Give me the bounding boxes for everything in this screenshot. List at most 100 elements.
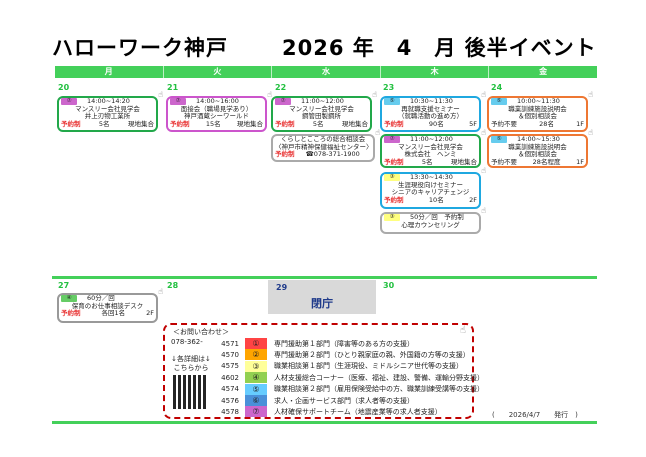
event-detail: ☎078-371-1900	[305, 150, 360, 158]
pointing-hand-icon: ☝	[588, 90, 593, 99]
event-detail: 5名	[421, 157, 433, 166]
event-time: 11:00~12:00	[410, 135, 453, 143]
event-text: ＆個別相談会	[518, 150, 557, 158]
dept-number: ②	[245, 349, 267, 361]
event-detail: 予約制	[61, 119, 81, 128]
details-note: ↓各詳細は↓ こちらから	[171, 355, 211, 372]
pointing-hand-icon: ☝	[481, 206, 486, 215]
dept-name: 人材支援総合コーナー（医療、福祉、建設、警備、運輸分野支援）	[274, 373, 484, 382]
date-29: 29	[276, 283, 288, 292]
date-27: 27	[58, 281, 70, 290]
dept-badge: ⑤	[491, 98, 507, 106]
dept-number: ①	[245, 338, 267, 349]
weekday-thu: 木	[381, 66, 490, 78]
event-detail: 各回1名	[101, 309, 126, 317]
event-detail: 2F	[146, 309, 154, 317]
pointing-hand-icon: ☝	[481, 90, 486, 99]
event-detail: 予約制	[384, 119, 404, 128]
event-detail: 10名	[428, 195, 444, 204]
extension: 4575	[221, 362, 239, 371]
dept-badge: ⑦	[170, 98, 186, 106]
qr-code[interactable]	[173, 375, 207, 409]
pointing-hand-icon: ☝	[158, 287, 163, 296]
extension: 4571	[221, 339, 239, 348]
event-detail: 予約不要	[491, 119, 517, 128]
event-time: 10:00~11:30	[517, 97, 560, 105]
pointing-hand-icon: ☝	[588, 128, 593, 137]
event-text: 職業訓練施設説明会	[508, 142, 567, 151]
weekday-wed: 水	[272, 66, 381, 78]
closed-label: 閉庁	[311, 297, 333, 310]
event-text: 神戸酒蔵シーワールド	[184, 112, 249, 120]
dept-name: 専門援助第２部門（ひとり親家庭の親、外国籍の方等の支援）	[274, 350, 470, 359]
weekday-tue: 火	[164, 66, 273, 78]
event-text: 井上刃物工業所	[84, 112, 131, 120]
event-text: 面接会（職場見学あり）	[180, 104, 253, 113]
contact-row: 4571 ① 専門援助第１部門（障害等のある方の支援）	[215, 338, 414, 349]
weekday-header: 月 火 水 木 金	[55, 66, 597, 78]
event-detail: 28名程度	[532, 157, 561, 166]
pointing-hand-icon: ☝	[481, 128, 486, 137]
date-23: 23	[383, 83, 395, 92]
closed-day: 29 閉庁	[268, 280, 376, 314]
event-detail: 5F	[469, 119, 477, 128]
dept-badge: ④	[61, 295, 77, 303]
event-text: 保育のお仕事相談デスク	[71, 301, 144, 310]
dept-badge: ③	[384, 214, 400, 222]
event-text: 再就職支援セミナー	[401, 104, 460, 113]
event-detail: 予約制	[275, 150, 295, 158]
event-detail: 現地集合	[450, 157, 477, 166]
weekday-mon: 月	[55, 66, 164, 78]
pointing-hand-icon: ☝	[459, 325, 466, 336]
issue-date: ( 2026/4/7 発行 )	[492, 411, 578, 419]
event-text: シニアのキャリアチェンジ	[391, 188, 470, 196]
phone-prefix: 078-362-	[171, 338, 203, 346]
dept-name: 職業相談第１部門（生涯現役、ミドルシニア世代等の支援）	[274, 362, 463, 371]
event-card[interactable]: ☝ くらしとこころの総合相談会〈神戸市精神保健福祉センター〉予約制 ☎078-371…	[271, 129, 380, 162]
dept-badge: ⑦	[384, 136, 400, 144]
dept-badge: ③	[384, 174, 400, 182]
pointing-hand-icon: ☝	[372, 90, 377, 99]
dept-badge: ⑤	[491, 136, 507, 144]
weekday-fri: 金	[539, 67, 548, 76]
event-detail: 5名	[312, 119, 324, 128]
dept-name: 専門援助第１部門（障害等のある方の支援）	[274, 339, 414, 348]
event-detail: 現地集合	[341, 119, 368, 128]
event-text: 〈神戸市精神保健福祉センター〉	[275, 142, 373, 151]
event-detail: 15名	[205, 119, 221, 128]
pointing-hand-icon: ☝	[375, 128, 380, 137]
extension: 4574	[221, 385, 239, 394]
event-time: 10:30~11:30	[410, 97, 453, 105]
event-detail: 1F	[576, 119, 584, 128]
event-detail: 予約制	[275, 119, 295, 128]
dept-number: ⑥	[245, 395, 267, 406]
event-text: （就職活動の進め方）	[398, 112, 463, 120]
event-text: くらしとこころの総合相談会	[280, 135, 366, 143]
pointing-hand-icon: ☝	[267, 90, 272, 99]
event-detail: 2F	[469, 195, 477, 204]
event-text: マンスリー会社見学会	[289, 104, 354, 113]
event-detail: 予約制	[170, 119, 190, 128]
extension: 4578	[221, 407, 239, 416]
event-time: 60分／回	[87, 294, 115, 302]
dept-number: ⑦	[245, 406, 267, 418]
dept-badge: ⑤	[384, 98, 400, 106]
extension: 4602	[221, 373, 239, 382]
period-title: 2026 年 4 月 後半イベント	[282, 36, 597, 60]
